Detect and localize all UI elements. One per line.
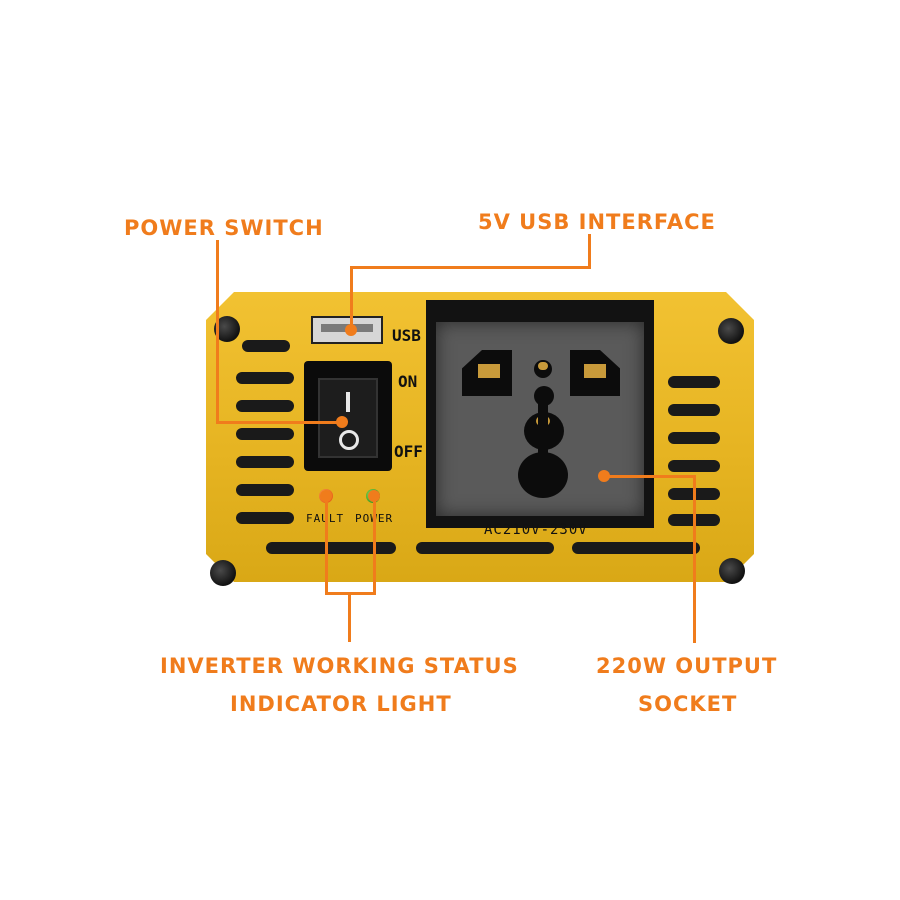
- leader-dot: [368, 490, 380, 502]
- vent-slot: [242, 340, 290, 352]
- screw-bottom-left-icon: [210, 560, 236, 586]
- vent-slot: [236, 512, 294, 524]
- screw-top-right-icon: [718, 318, 744, 344]
- vent-slot: [416, 542, 554, 554]
- vent-slot: [236, 484, 294, 496]
- screw-bottom-right-icon: [719, 558, 745, 584]
- voltage-rating-label: AC210V-230V: [484, 522, 588, 538]
- leader-line: [350, 266, 353, 326]
- leader-dot: [345, 324, 357, 336]
- callout-status-line2: INDICATOR LIGHT: [230, 692, 452, 716]
- vent-slot: [668, 404, 720, 416]
- leader-line: [350, 266, 591, 269]
- switch-off-label: OFF: [394, 442, 423, 461]
- socket-contact: [478, 364, 500, 378]
- fault-label: FAULT: [306, 512, 344, 525]
- socket-contact: [538, 362, 548, 370]
- switch-on-label: ON: [398, 372, 418, 391]
- socket-contact: [584, 364, 606, 378]
- callout-usb-interface: 5V USB INTERFACE: [478, 210, 716, 234]
- leader-dot: [320, 490, 332, 502]
- leader-line: [325, 498, 328, 594]
- leader-line: [588, 234, 591, 268]
- vent-slot: [668, 460, 720, 472]
- leader-line: [604, 475, 696, 478]
- vent-slot: [572, 542, 700, 554]
- line-icon: [346, 392, 350, 412]
- callout-output-line2: SOCKET: [638, 692, 738, 716]
- leader-line: [348, 592, 351, 642]
- callout-status-line1: INVERTER WORKING STATUS: [160, 654, 519, 678]
- vent-slot: [668, 432, 720, 444]
- vent-slot: [236, 400, 294, 412]
- leader-line: [216, 421, 340, 424]
- callout-output-line1: 220W OUTPUT: [596, 654, 778, 678]
- usb-label: USB: [392, 326, 421, 345]
- vent-slot: [236, 456, 294, 468]
- circle-icon: [339, 430, 359, 450]
- vent-slot: [266, 542, 396, 554]
- leader-line: [693, 475, 696, 643]
- vent-slot: [668, 376, 720, 388]
- socket-pin-bar: [538, 404, 548, 494]
- socket-center-hole: [534, 386, 554, 406]
- callout-power-switch: POWER SWITCH: [124, 216, 324, 240]
- leader-line: [373, 498, 376, 594]
- vent-slot: [236, 428, 294, 440]
- leader-line: [216, 240, 219, 424]
- leader-dot: [336, 416, 348, 428]
- vent-slot: [236, 372, 294, 384]
